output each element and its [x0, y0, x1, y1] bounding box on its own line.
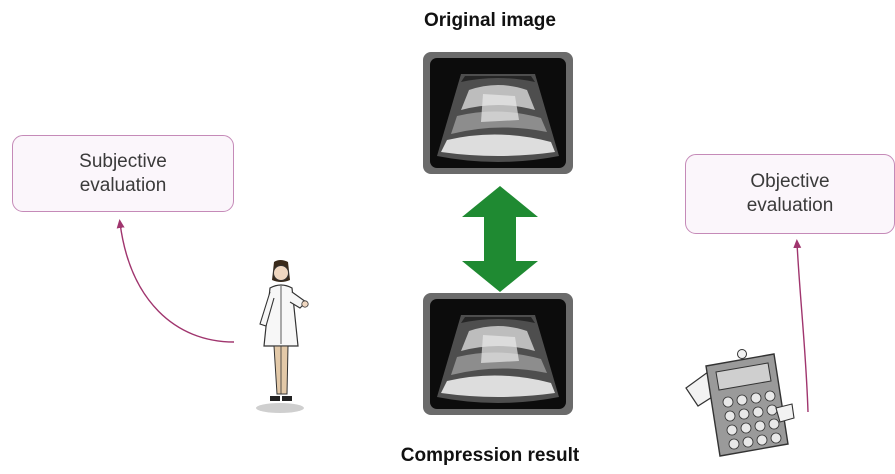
- subjective-label-line1: Subjective: [79, 150, 167, 174]
- compressed-ultrasound-image: [423, 293, 573, 415]
- objective-connector: [797, 243, 808, 412]
- objective-label-line2: evaluation: [747, 194, 834, 218]
- objective-label-line1: Objective: [750, 170, 829, 194]
- subjective-label-line2: evaluation: [80, 174, 167, 198]
- comparison-double-arrow-icon: [462, 186, 538, 292]
- compression-result-title: Compression result: [340, 445, 640, 467]
- doctor-figure-icon: [250, 258, 320, 416]
- original-ultrasound-image: [423, 52, 573, 174]
- subjective-evaluation-box: Subjective evaluation: [12, 135, 234, 212]
- calculator-icon: [680, 348, 798, 460]
- objective-evaluation-box: Objective evaluation: [685, 154, 895, 234]
- subjective-connector: [120, 223, 234, 342]
- original-image-title: Original image: [360, 10, 620, 32]
